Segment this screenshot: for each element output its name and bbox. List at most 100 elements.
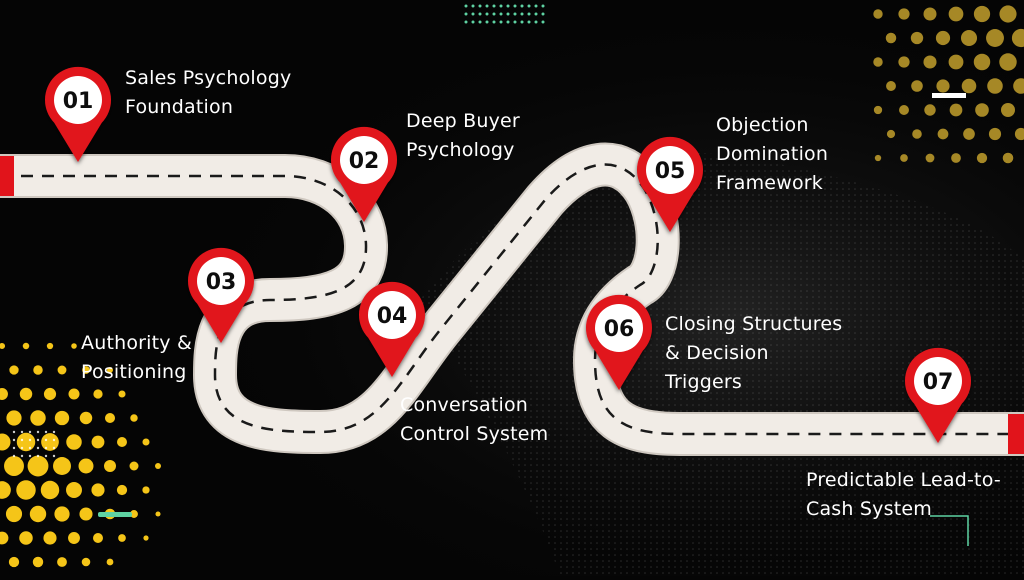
decor-dot <box>899 105 909 115</box>
decor-dot <box>20 454 24 458</box>
decor-dot <box>12 430 16 434</box>
decor-dot <box>20 446 24 450</box>
decor-dot <box>975 103 989 117</box>
decor-dot <box>949 103 963 117</box>
decor-dot <box>492 12 496 16</box>
decor-dot <box>22 342 30 350</box>
decor-dot <box>1001 103 1015 117</box>
pin-inner-circle <box>340 136 388 184</box>
pin-07: 07 <box>905 347 972 443</box>
step-06-label: Closing Structures & Decision Triggers <box>665 313 843 393</box>
decor-dot <box>8 556 20 568</box>
decor-dot <box>937 128 949 140</box>
decor-dot <box>999 53 1017 71</box>
decor-dot <box>54 506 70 522</box>
decor-dot <box>471 4 475 8</box>
decor-dot <box>27 455 49 477</box>
decor-dot <box>1011 28 1024 48</box>
decor-dot <box>0 433 11 451</box>
decor-dot <box>912 129 922 139</box>
pin-number-05: 05 <box>655 159 686 184</box>
decor-dot <box>117 437 127 447</box>
decor-dot <box>36 446 40 450</box>
decor-dot <box>1002 152 1014 164</box>
decor-dot <box>499 20 503 24</box>
decor-dot <box>485 12 489 16</box>
decor-dot <box>898 8 910 20</box>
decor-dot <box>506 4 510 8</box>
decor-dot <box>478 20 482 24</box>
decor-dot <box>5 505 23 523</box>
decor-dot <box>68 532 80 544</box>
decor-dot <box>30 410 46 426</box>
decor-dot <box>485 4 489 8</box>
decor-dot <box>41 433 59 451</box>
decor-dot <box>541 4 545 8</box>
pin-number-07: 07 <box>923 370 954 395</box>
decor-dot <box>142 438 150 446</box>
decor-dot <box>143 535 149 541</box>
pin-number-03: 03 <box>206 270 237 295</box>
decor-dot <box>478 12 482 16</box>
decor-dot <box>910 31 924 45</box>
decor-dot <box>963 128 975 140</box>
decor-dot <box>93 533 103 543</box>
decor-dot <box>499 12 503 16</box>
decor-dot <box>0 531 9 545</box>
road-start-marker <box>0 156 14 196</box>
decor-dot <box>28 438 32 442</box>
decor-dot <box>57 557 67 567</box>
pin-number-04: 04 <box>377 304 408 329</box>
decor-dot <box>960 29 978 47</box>
decor-dot <box>4 456 24 476</box>
step-07-label: Predictable Lead-to- Cash System <box>806 469 1001 520</box>
decor-dot <box>936 79 950 93</box>
step-04-label: Conversation Control System <box>400 394 549 445</box>
decor-dot <box>16 480 36 500</box>
decor-dot <box>1013 78 1024 94</box>
decor-dot <box>19 531 33 545</box>
decor-dot <box>506 20 510 24</box>
decor-dot <box>155 463 161 469</box>
decor-dot <box>93 389 103 399</box>
decor-dot <box>874 154 882 162</box>
decor-dot <box>142 486 150 494</box>
decor-dot <box>40 480 60 500</box>
decor-dot <box>541 12 545 16</box>
decor-dot <box>12 438 16 442</box>
decor-dot <box>987 78 1003 94</box>
decor-dot <box>9 365 19 375</box>
decor-dot <box>52 438 56 442</box>
decor-dot <box>16 432 36 452</box>
decor-dot <box>527 20 531 24</box>
step-02-label: Deep Buyer Psychology <box>406 110 520 161</box>
decor-dot <box>513 12 517 16</box>
decor-dot <box>66 482 82 498</box>
decor-dot <box>976 152 988 164</box>
pin-inner-circle <box>368 291 416 339</box>
decor-dot <box>118 390 126 398</box>
pin-inner-circle <box>54 76 102 124</box>
decor-dot <box>513 4 517 8</box>
decor-dot <box>948 6 964 22</box>
decor-dot <box>485 20 489 24</box>
green-dot-grid <box>464 4 545 24</box>
decor-dot <box>130 510 138 518</box>
pin-inner-circle <box>197 257 245 305</box>
decor-dot <box>52 430 56 434</box>
decor-dot <box>91 435 105 449</box>
decor-dot <box>104 460 116 472</box>
green-dash-accent <box>98 512 132 517</box>
decor-dot <box>464 4 468 8</box>
gold-dot-cluster <box>873 5 1024 164</box>
decor-dot <box>499 4 503 8</box>
decor-dot <box>471 12 475 16</box>
green-corner-line <box>930 515 969 546</box>
decor-dot <box>91 483 105 497</box>
decor-dot <box>155 511 161 517</box>
decor-dot <box>492 4 496 8</box>
pin-inner-circle <box>595 304 643 352</box>
particle-wave <box>420 152 1024 576</box>
decor-dot <box>106 558 114 566</box>
